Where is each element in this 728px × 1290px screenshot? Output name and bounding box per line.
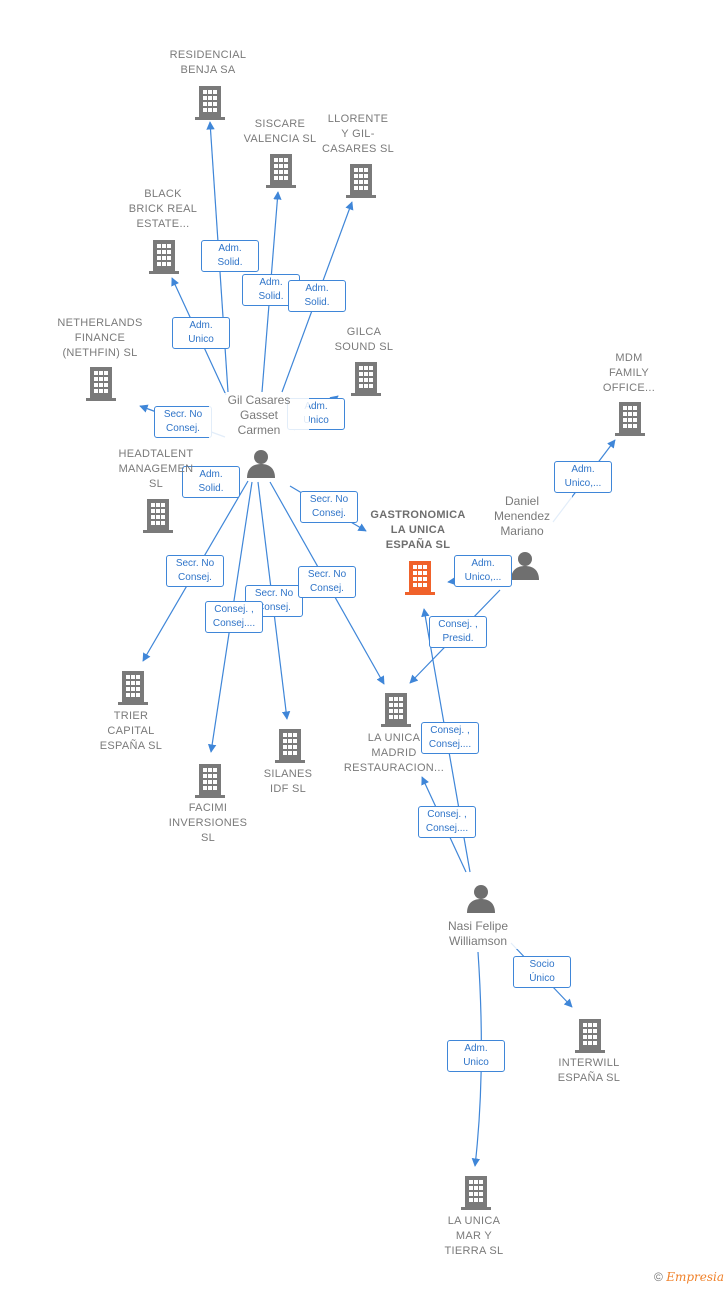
edge-label[interactable]: Secr. No Consej.	[154, 406, 212, 438]
building-icon[interactable]	[275, 729, 305, 763]
building-icon[interactable]	[346, 164, 376, 198]
node-label-nasi[interactable]: Nasi Felipe Williamson	[423, 919, 533, 949]
edge-label[interactable]: Adm. Unico,...	[554, 461, 612, 493]
building-icon[interactable]	[118, 671, 148, 705]
node-label-netherlands[interactable]: NETHERLANDS FINANCE (NETHFIN) SL	[57, 316, 143, 359]
building-icon[interactable]	[405, 561, 435, 595]
person-icon[interactable]	[511, 552, 539, 580]
node-label-interwill[interactable]: INTERWILL ESPAÑA SL	[557, 1057, 621, 1084]
building-icon[interactable]	[381, 693, 411, 727]
building-icon[interactable]	[351, 362, 381, 396]
node-label-gil[interactable]: Gil Casares Gasset Carmen	[209, 392, 309, 438]
node-label-trier[interactable]: TRIER CAPITAL ESPAÑA SL	[99, 709, 163, 752]
edge-label[interactable]: Adm. Solid.	[182, 466, 240, 498]
edge-label[interactable]: Secr. No Consej.	[300, 491, 358, 523]
node-label-silanes[interactable]: SILANES IDF SL	[263, 768, 313, 795]
empresia-logo: Empresia	[666, 1270, 724, 1284]
building-icon[interactable]	[575, 1019, 605, 1053]
building-icon[interactable]	[143, 499, 173, 533]
edge-label[interactable]: Secr. No Consej.	[298, 566, 356, 598]
node-label-launicamar[interactable]: LA UNICA MAR Y TIERRA SL	[444, 1214, 504, 1257]
edge-label[interactable]: Consej. , Consej....	[205, 601, 263, 633]
edge-label[interactable]: Adm. Solid.	[201, 240, 259, 272]
edge-label[interactable]: Adm. Solid.	[288, 280, 346, 312]
node-label-residencial[interactable]: RESIDENCIAL BENJA SA	[169, 49, 247, 76]
edge-label[interactable]: Adm. Unico,...	[454, 555, 512, 587]
node-label-llorente[interactable]: LLORENTE Y GIL- CASARES SL	[321, 112, 395, 155]
node-label-gilca[interactable]: GILCA SOUND SL	[334, 326, 394, 353]
building-icon[interactable]	[195, 764, 225, 798]
node-label-headtalent[interactable]: HEADTALENT MANAGEMEN SL	[118, 447, 194, 490]
edge-label[interactable]: Secr. No Consej.	[166, 555, 224, 587]
edge-label[interactable]: Consej. , Consej....	[421, 722, 479, 754]
node-label-mdm[interactable]: MDM FAMILY OFFICE...	[602, 351, 656, 394]
edge-label[interactable]: Consej. , Presid.	[429, 616, 487, 648]
node-label-siscare[interactable]: SISCARE VALENCIA SL	[243, 118, 317, 145]
copyright-icon: ©	[654, 1270, 663, 1284]
edge-label[interactable]: Consej. , Consej....	[418, 806, 476, 838]
person-icon[interactable]	[467, 885, 495, 913]
footer-brand: © Empresia	[654, 1270, 724, 1284]
node-label-blackbrick[interactable]: BLACK BRICK REAL ESTATE...	[128, 187, 198, 230]
building-icon[interactable]	[266, 154, 296, 188]
building-icon[interactable]	[149, 240, 179, 274]
node-label-daniel[interactable]: Daniel Menendez Mariano	[472, 493, 572, 539]
node-label-facimi[interactable]: FACIMI INVERSIONES SL	[168, 801, 248, 844]
edge-label[interactable]: Adm. Unico	[447, 1040, 505, 1072]
building-icon[interactable]	[195, 86, 225, 120]
building-icon[interactable]	[86, 367, 116, 401]
edge-label[interactable]: Socio Único	[513, 956, 571, 988]
building-icon[interactable]	[615, 402, 645, 436]
edge-label[interactable]: Adm. Unico	[172, 317, 230, 349]
person-icon[interactable]	[247, 450, 275, 478]
building-icon[interactable]	[461, 1176, 491, 1210]
node-label-launicamadrid[interactable]: LA UNICA MADRID RESTAURACION...	[343, 731, 445, 774]
node-label-gastronomica[interactable]: GASTRONOMICA LA UNICA ESPAÑA SL	[370, 508, 466, 551]
